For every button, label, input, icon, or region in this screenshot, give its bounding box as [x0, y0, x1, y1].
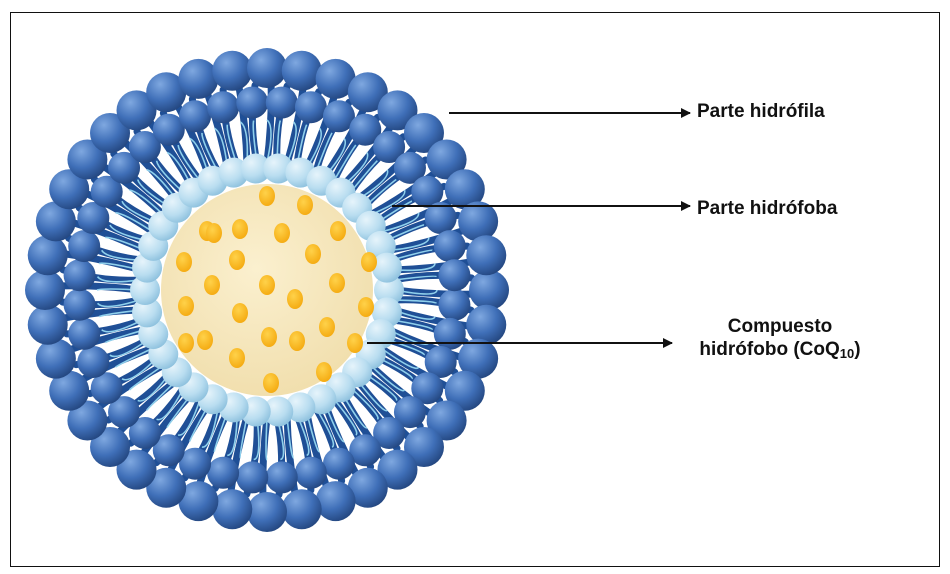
- coq10-particle: [329, 273, 345, 293]
- head-inner-row: [323, 448, 355, 480]
- head-outer-row: [25, 270, 65, 310]
- coq10-particle: [232, 219, 248, 239]
- coq10-particle: [316, 362, 332, 382]
- head-inner-row: [68, 230, 100, 262]
- label-compound-line1: Compuesto: [660, 316, 900, 339]
- label-hydrophobic: Parte hidrófoba: [697, 198, 837, 221]
- coq10-particle: [289, 331, 305, 351]
- head-outer-row: [466, 305, 506, 345]
- head-inner-row: [179, 100, 211, 132]
- coq10-particle: [330, 221, 346, 241]
- head-outer-row: [247, 492, 287, 532]
- head-inner-row: [64, 259, 96, 291]
- coq10-particle: [263, 373, 279, 393]
- head-inner-row: [77, 346, 109, 378]
- coq10-particle: [361, 252, 377, 272]
- head-inner-row: [236, 87, 268, 119]
- head-inner-row: [438, 259, 470, 291]
- coq10-particle: [319, 317, 335, 337]
- coq10-particle: [347, 333, 363, 353]
- coq10-particle: [229, 348, 245, 368]
- coq10-particle: [358, 297, 374, 317]
- head-inner-row: [207, 91, 239, 123]
- coq10-particle: [261, 327, 277, 347]
- micelle-icon: [25, 48, 509, 532]
- head-outer-row: [282, 51, 322, 91]
- coq10-particle: [176, 252, 192, 272]
- coq10-particle: [297, 195, 313, 215]
- head-outer-row: [178, 59, 218, 99]
- coq10-particle: [206, 223, 222, 243]
- label-hydrophilic: Parte hidrófila: [697, 101, 825, 124]
- head-outer-row: [316, 481, 356, 521]
- coq10-particle: [259, 275, 275, 295]
- coq10-particle: [232, 303, 248, 323]
- head-outer-row: [247, 48, 287, 88]
- head-inner-row: [266, 461, 298, 493]
- head-outer-row: [458, 201, 498, 241]
- coq10-particle: [287, 289, 303, 309]
- head-inner-row: [434, 318, 466, 350]
- coq10-particle: [229, 250, 245, 270]
- head-outer-row: [212, 51, 252, 91]
- head-inner-row: [266, 87, 298, 119]
- coq10-particle: [178, 296, 194, 316]
- coq10-particle: [259, 186, 275, 206]
- label-compound-subscript: 10: [840, 346, 854, 361]
- head-inner-row: [438, 289, 470, 321]
- coq10-particle: [197, 330, 213, 350]
- inner-head: [372, 253, 402, 283]
- label-compound-text: hidrófobo (CoQ: [699, 339, 839, 360]
- head-inner-row: [295, 91, 327, 123]
- head-inner-row: [434, 230, 466, 262]
- coq10-particle: [178, 333, 194, 353]
- coq10-particle: [204, 275, 220, 295]
- head-outer-row: [28, 235, 68, 275]
- coq10-particle: [305, 244, 321, 264]
- head-outer-row: [469, 270, 509, 310]
- head-outer-row: [282, 489, 322, 529]
- head-inner-row: [236, 461, 268, 493]
- head-inner-row: [295, 457, 327, 489]
- label-hydrophobic-compound: Compuesto hidrófobo (CoQ10): [660, 316, 900, 362]
- label-compound-line2: hidrófobo (CoQ10): [660, 339, 900, 362]
- head-outer-row: [36, 339, 76, 379]
- head-inner-row: [207, 457, 239, 489]
- coq10-particle: [274, 223, 290, 243]
- head-outer-row: [466, 235, 506, 275]
- head-inner-row: [64, 289, 96, 321]
- head-outer-row: [212, 489, 252, 529]
- label-compound-suffix: ): [854, 339, 860, 360]
- head-outer-row: [28, 305, 68, 345]
- head-inner-row: [68, 318, 100, 350]
